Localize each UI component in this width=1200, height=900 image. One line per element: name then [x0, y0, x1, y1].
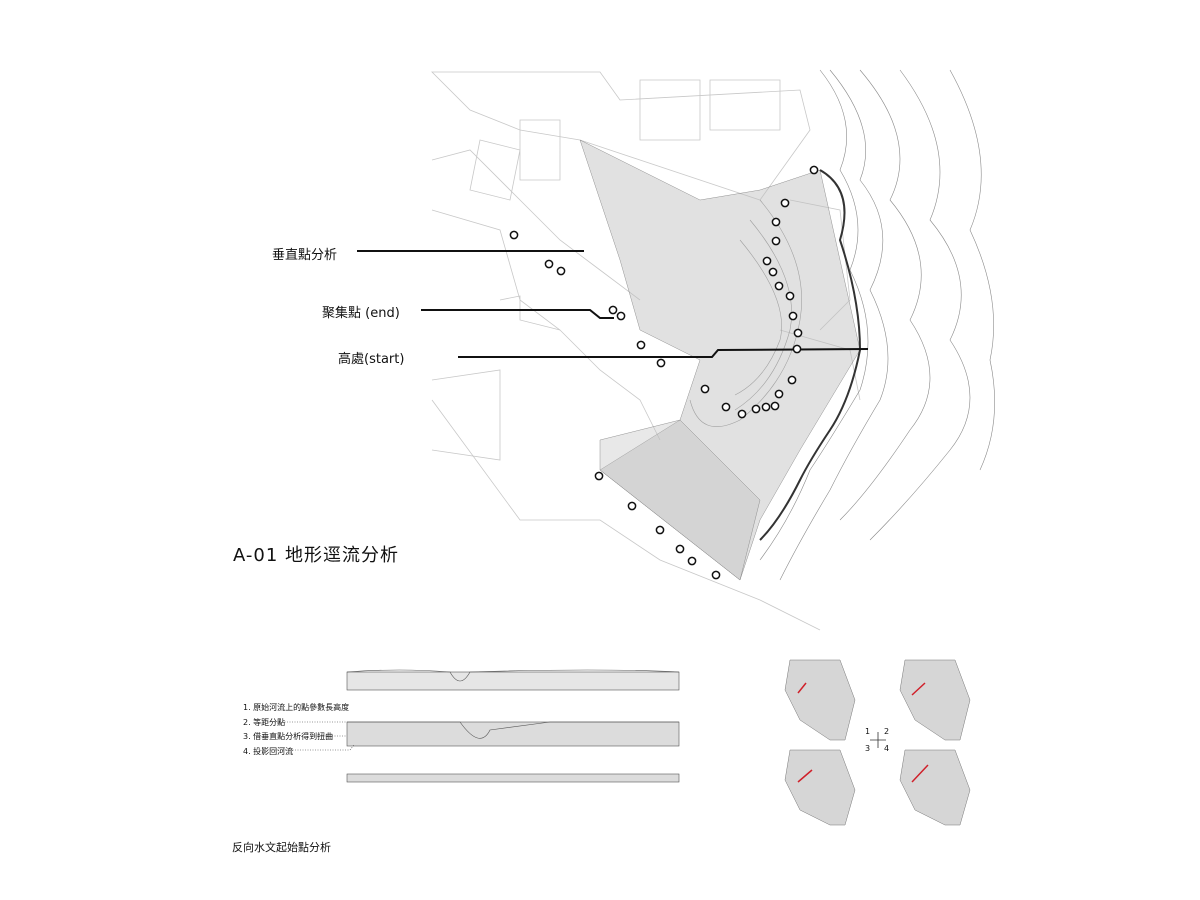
analysis-point-marker — [737, 409, 747, 419]
urban-grid — [431, 71, 861, 631]
analysis-point-marker — [785, 291, 795, 301]
label-gather-point: 聚集點 (end) — [322, 306, 400, 321]
river-sections — [346, 669, 680, 783]
analysis-point-marker — [687, 556, 697, 566]
step-leaders — [262, 721, 355, 751]
analysis-point-marker — [636, 340, 646, 350]
analysis-point-marker — [787, 375, 797, 385]
analysis-point-marker — [711, 570, 721, 580]
highlight-paths — [797, 682, 929, 783]
analysis-point-marker — [721, 402, 731, 412]
terrain-contours — [689, 69, 995, 581]
analysis-point-marker — [768, 267, 778, 277]
analysis-point-marker — [792, 344, 802, 354]
analysis-point-marker — [771, 236, 781, 246]
label-vertical-point: 垂直點分析 — [272, 248, 338, 263]
analysis-point-marker — [762, 256, 772, 266]
coastline — [759, 169, 862, 541]
analysis-point-marker — [675, 544, 685, 554]
step-4: 4. 投影回河流 — [243, 747, 294, 756]
analysis-point-marker — [774, 389, 784, 399]
analysis-point-marker — [780, 198, 790, 208]
analysis-point-marker — [770, 401, 780, 411]
analysis-point-marker — [556, 266, 566, 276]
step-3: 3. 借垂直點分析得到扭曲 — [243, 732, 334, 741]
analysis-point-marker — [509, 230, 519, 240]
analysis-point-marker — [793, 328, 803, 338]
analysis-point-marker — [771, 217, 781, 227]
analysis-point-marker — [616, 311, 626, 321]
step-1: 1. 原始河流上的點參數長高度 — [243, 703, 350, 712]
analysis-point-marker — [594, 471, 604, 481]
analysis-point-marker — [656, 358, 666, 368]
analysis-point-marker — [655, 525, 665, 535]
step-2: 2. 等距分點 — [243, 718, 286, 727]
map-title: A-01 地形逕流分析 — [233, 545, 400, 566]
analysis-point-marker — [608, 305, 618, 315]
label-high-point: 高處(start) — [338, 352, 405, 367]
quadrant-number-2: 2 — [884, 727, 890, 736]
quadrant-maps — [784, 659, 971, 826]
analysis-point-marker — [774, 281, 784, 291]
runoff-fan — [579, 139, 861, 581]
quadrant-cross — [870, 732, 886, 748]
analysis-points — [509, 165, 819, 580]
analysis-point-marker — [627, 501, 637, 511]
analysis-point-marker — [700, 384, 710, 394]
analysis-point-marker — [751, 404, 761, 414]
analysis-point-marker — [761, 402, 771, 412]
quadrant-number-1: 1 — [865, 727, 871, 736]
process-caption: 反向水文起始點分析 — [232, 841, 331, 854]
analysis-point-marker — [809, 165, 819, 175]
quadrant-number-3: 3 — [865, 744, 871, 753]
analysis-point-marker — [788, 311, 798, 321]
analysis-point-marker — [544, 259, 554, 269]
quadrant-number-4: 4 — [884, 744, 890, 753]
